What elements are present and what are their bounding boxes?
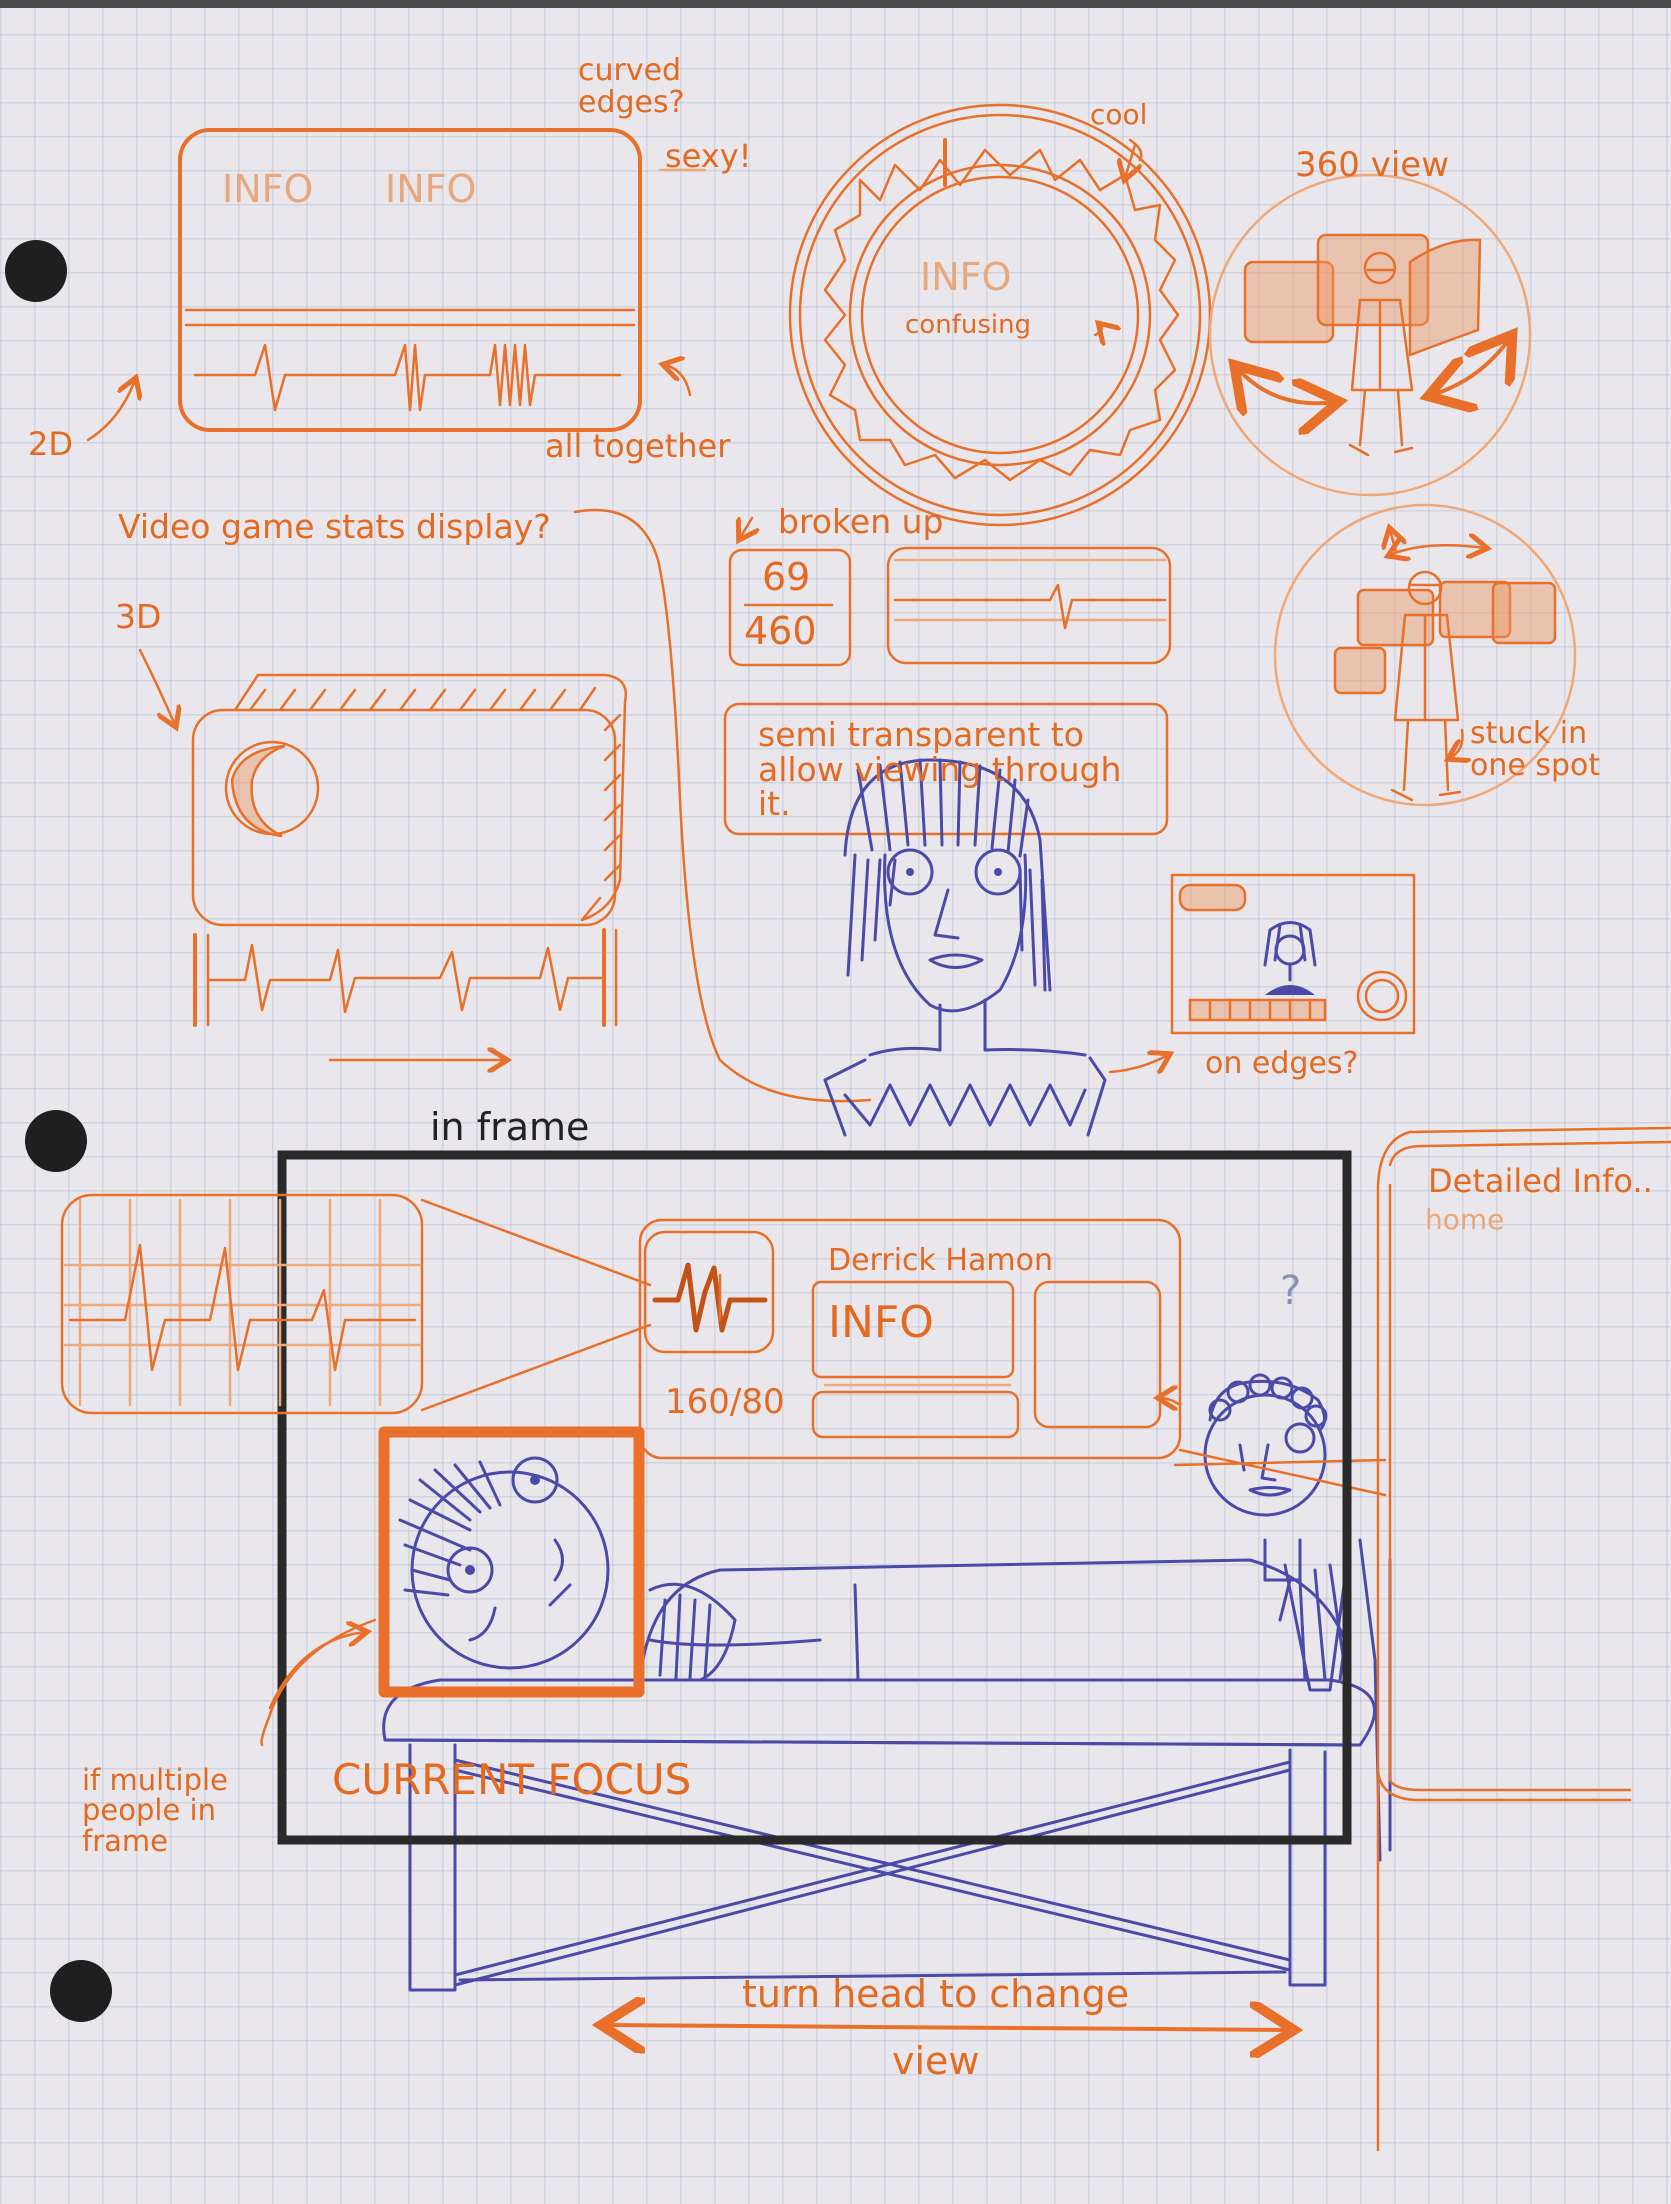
panel-2d <box>86 128 707 442</box>
label-all-together: all together <box>545 427 731 465</box>
label-info-left: INFO <box>222 167 314 211</box>
label-detailed-info: Detailed Info.. <box>1428 1162 1653 1200</box>
label-stuck: stuck in one spot <box>1470 716 1601 783</box>
video-game-connector <box>573 508 872 1103</box>
label-bp-reading: 160/80 <box>665 1382 785 1422</box>
hr-magnified <box>60 1193 652 1415</box>
label-3d: 3D <box>115 597 162 636</box>
edges-thumbnail <box>1170 873 1416 1035</box>
label-video-game: Video game stats display? <box>118 507 551 546</box>
label-2d: 2D <box>28 425 73 463</box>
current-focus-box <box>260 1426 645 1747</box>
label-question: ? <box>1280 1268 1302 1314</box>
label-view: view <box>892 2039 980 2083</box>
label-curved-edges: curved edges? <box>578 53 685 120</box>
label-patient-name: Derrick Hamon <box>828 1243 1053 1278</box>
turn-head-arrow <box>605 2025 1290 2030</box>
label-turn-head: turn head to change <box>742 1972 1130 2016</box>
label-sexy: sexy! <box>665 137 752 175</box>
patient-info-panel <box>638 1218 1182 1460</box>
label-detailed-sub: home <box>1425 1203 1505 1236</box>
label-info-panel: INFO <box>828 1297 934 1348</box>
label-info-right: INFO <box>385 167 477 211</box>
panel-3d <box>138 648 628 1060</box>
label-bp-top: 69 <box>762 555 811 599</box>
label-360-view: 360 view <box>1295 145 1449 185</box>
label-broken-up: broken up <box>778 502 944 541</box>
label-on-edges: on edges? <box>1205 1046 1359 1081</box>
paper-top-edge <box>0 0 1671 8</box>
label-info-ring: INFO <box>920 255 1012 299</box>
figure-360-view <box>1208 173 1532 497</box>
in-frame-border <box>277 1150 1352 1845</box>
label-current-focus: CURRENT FOCUS <box>332 1755 692 1804</box>
label-in-frame: in frame <box>430 1105 590 1149</box>
ring-display <box>788 103 1212 527</box>
figure-stuck <box>1273 503 1577 807</box>
detailed-info-panel <box>1376 1126 1671 2152</box>
label-bp-bottom: 460 <box>744 609 817 653</box>
blue-face-bust <box>823 758 1107 1137</box>
label-cool: cool <box>1090 98 1148 131</box>
broken-up-panels <box>723 518 1172 836</box>
on-edges-arrow <box>1108 1055 1168 1072</box>
label-confusing: confusing <box>905 310 1032 340</box>
label-semi-transparent: semi transparent to allow viewing throug… <box>758 715 1122 824</box>
bed-scene <box>382 1373 1392 1992</box>
label-multiple-people: if multiple people in frame <box>82 1763 228 1858</box>
binder-hole-top <box>5 240 67 302</box>
binder-hole-bottom <box>50 1960 112 2022</box>
binder-hole-middle <box>25 1110 87 1172</box>
